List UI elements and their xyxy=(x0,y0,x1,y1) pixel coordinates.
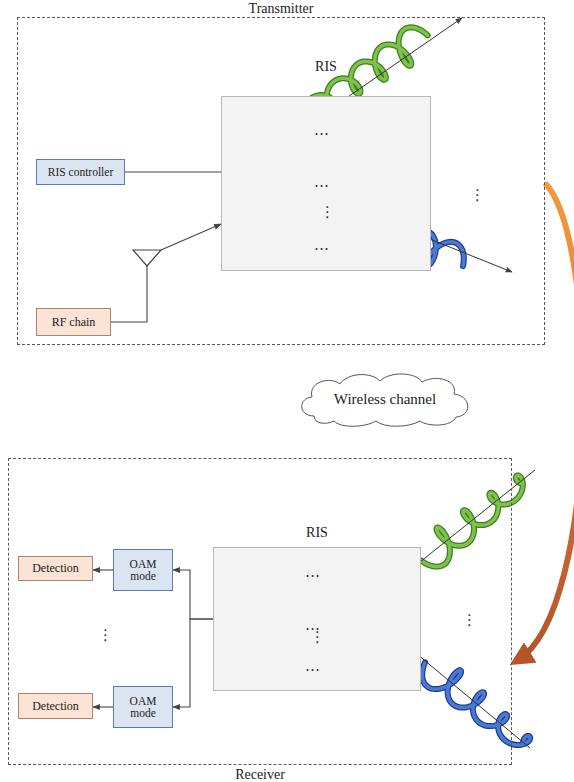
ellipsis-mark: … xyxy=(305,659,320,674)
connector xyxy=(173,619,213,707)
ellipsis-mark: … xyxy=(314,123,329,138)
node-label: RF chain xyxy=(52,315,96,330)
node-label: Detection xyxy=(32,561,79,576)
ellipsis-mark: ⋮ xyxy=(470,188,485,203)
node-label: OAM mode xyxy=(120,558,166,582)
controller-box: RIS controller xyxy=(36,159,125,185)
ellipsis-mark: ⋮ xyxy=(310,630,325,645)
channel-arrow xyxy=(518,183,574,660)
ellipsis-mark: … xyxy=(305,565,320,580)
oam-mode-box: OAM mode xyxy=(113,549,173,591)
detection-box: Detection xyxy=(18,693,93,719)
connector xyxy=(173,570,213,619)
heading: RIS xyxy=(214,525,420,541)
receiver-region: ReceiverRISDetectionOAM modeDetectionOAM… xyxy=(8,458,512,765)
oam-mode-box: OAM mode xyxy=(113,686,173,728)
node-label: Detection xyxy=(32,699,79,714)
connector xyxy=(125,171,221,172)
node-label: OAM mode xyxy=(120,695,166,719)
ellipsis-mark: … xyxy=(314,238,329,253)
ellipsis-mark: ⋮ xyxy=(320,205,335,220)
rf-chain-box: RF chain xyxy=(36,308,111,336)
heading: RIS xyxy=(222,59,430,75)
antenna-symbol xyxy=(133,250,161,266)
connector xyxy=(93,569,113,570)
node-label: Wireless channel xyxy=(334,391,436,408)
connector xyxy=(93,706,113,707)
ellipsis-mark: … xyxy=(314,175,329,190)
ellipsis-mark: ⋮ xyxy=(98,628,113,643)
detection-box: Detection xyxy=(18,556,93,581)
heading: Transmitter xyxy=(18,1,544,17)
channel-cloud: Wireless channel xyxy=(296,370,474,428)
transmitter-region: TransmitterRISRIS controllerRF chain xyxy=(17,17,545,345)
node-label: RIS controller xyxy=(48,166,113,178)
ellipsis-mark: ⋮ xyxy=(462,613,477,628)
connector xyxy=(111,224,221,322)
heading: Receiver xyxy=(9,767,511,782)
